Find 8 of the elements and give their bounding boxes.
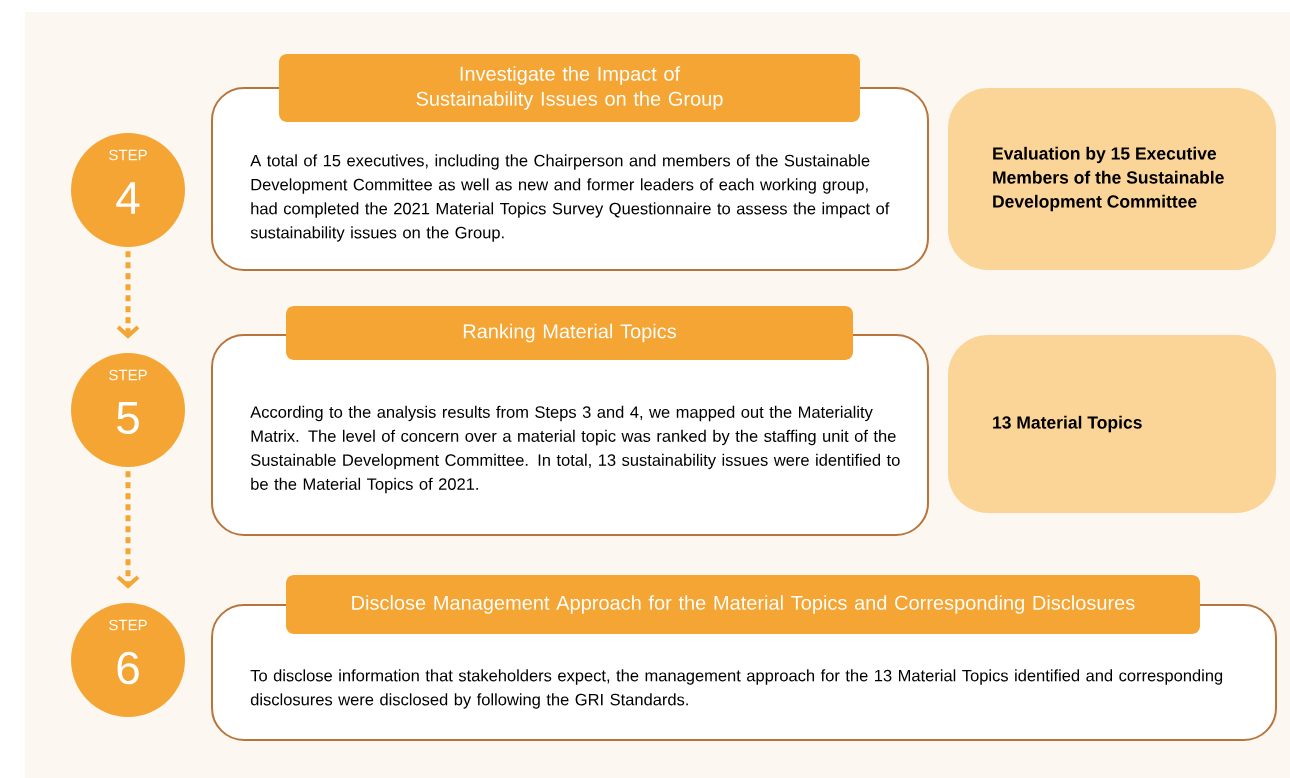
result-box: 13 Material Topics <box>948 335 1276 513</box>
step-card: Investigate the Impact of Sustainability Issues on the Group A total of 15 executives, including the Chairperson and members of the Sustainable Development Committee as well as new and former leaders of each working group, had completed the 2021 Material Topics Survey Questionnaire to assess the impact of sustainability issues on the Group. <box>211 54 929 271</box>
step-card: Disclose Management Approach for the Material Topics and Corresponding Disclosures To disclose information that stakeholders expect, the management approach for the 13 Material Topics identified and corresponding disclosures were disclosed by following the GRI Standards. <box>211 575 1277 741</box>
dotted-arrow <box>116 251 140 339</box>
step-card: Ranking Material Topics According to the analysis results from Steps 3 and 4, we mapped out the Materiality Matrix. The level of concern over a material topic was ranked by the staffing unit of the Sustainable Development Committee. In total, 13 sustainability issues were identified to be the Material Topics of 2021. <box>211 306 929 536</box>
result-box: Evaluation by 15 Executive Members of the Sustainable Development Committee <box>948 88 1276 270</box>
dotted-arrow <box>116 471 140 589</box>
node-label: Investigate the Impact of <box>460 66 681 85</box>
